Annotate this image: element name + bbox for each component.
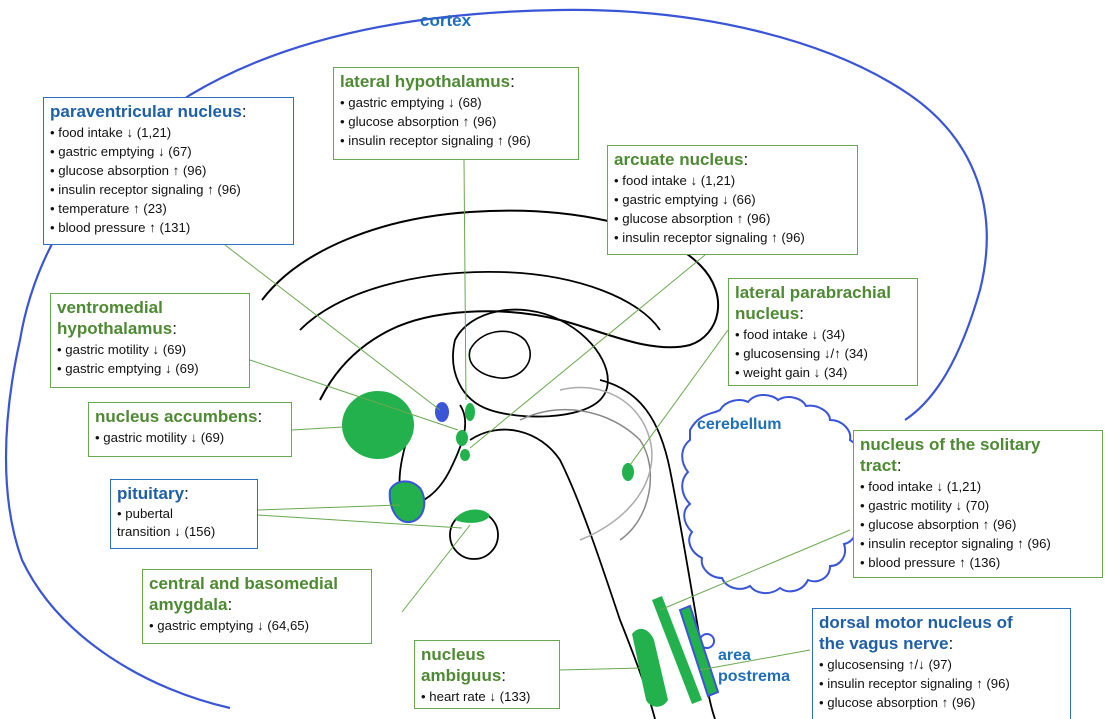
ambiguus-title: nucleus ambiguus — [421, 645, 502, 685]
list-item: gastric emptying ↓ (64,65) — [149, 616, 365, 635]
list-item: blood pressure ↑ (131) — [50, 218, 287, 237]
list-item: gastric emptying ↓ (67) — [50, 142, 287, 161]
accumbens-list: gastric motility ↓ (69) — [95, 428, 285, 447]
dorsal-motor-list: glucosensing ↑/↓ (97) insulin receptor s… — [819, 655, 1064, 712]
list-item: weight gain ↓ (34) — [735, 363, 911, 382]
parabrachial-shape — [622, 463, 634, 481]
solitary-tract-shape — [652, 596, 702, 704]
lateral-hypothalamus-box: lateral hypothalamus: gastric emptying ↓… — [333, 67, 579, 160]
list-item: gastric emptying ↓ (66) — [614, 190, 851, 209]
solitary-tract-box: nucleus of the solitary tract: food inta… — [853, 430, 1103, 578]
list-item: glucose absorption ↑ (96) — [614, 209, 851, 228]
dorsal-motor-box: dorsal motor nucleus of the vagus nerve:… — [812, 608, 1071, 719]
lateral-hypothalamus-list: gastric emptying ↓ (68) glucose absorpti… — [340, 93, 572, 150]
list-item: food intake ↓ (34) — [735, 325, 911, 344]
list-item: food intake ↓ (1,21) — [860, 477, 1096, 496]
solitary-tract-list: food intake ↓ (1,21) gastric motility ↓ … — [860, 477, 1096, 572]
list-item: heart rate ↓ (133) — [421, 687, 553, 706]
arcuate-box: arcuate nucleus: food intake ↓ (1,21) ga… — [607, 145, 858, 255]
pituitary-title: pituitary — [117, 484, 185, 503]
list-item: glucosensing ↓/↑ (34) — [735, 344, 911, 363]
lateral-hypothalamus-title: lateral hypothalamus — [340, 72, 511, 91]
gray-tract — [559, 386, 653, 541]
pituitary-list: pubertal transition ↓ (156) — [117, 505, 251, 541]
lateral-parabrachial-title: lateral parabrachial nucleus — [735, 283, 891, 323]
list-item: food intake ↓ (1,21) — [614, 171, 851, 190]
cortex-outline — [4, 8, 988, 710]
lateral-hypothalamus-shape — [460, 449, 470, 461]
list-item: insulin receptor signaling ↑ (96) — [860, 534, 1096, 553]
thalamus-outline — [452, 308, 609, 418]
dorsal-motor-shape — [678, 604, 720, 698]
lateral-parabrachial-box: lateral parabrachial nucleus: food intak… — [728, 278, 918, 386]
solitary-tract-title: nucleus of the solitary tract — [860, 435, 1041, 475]
ventromedial-box: ventromedial hypothalamus: gastric motil… — [50, 293, 250, 388]
ambiguus-box: nucleus ambiguus: heart rate ↓ (133) — [414, 640, 560, 709]
lateral-parabrachial-list: food intake ↓ (34) glucosensing ↓/↑ (34)… — [735, 325, 911, 382]
pons-outline — [519, 408, 652, 541]
dorsal-motor-title: dorsal motor nucleus of the vagus nerve — [819, 613, 1013, 653]
paraventricular-box: paraventricular nucleus: food intake ↓ (… — [43, 97, 294, 245]
arcuate-list: food intake ↓ (1,21) gastric emptying ↓ … — [614, 171, 851, 247]
list-item: insulin receptor signaling ↑ (96) — [819, 674, 1064, 693]
list-item: gastric emptying ↓ (69) — [57, 359, 243, 378]
list-item: gastric emptying ↓ (68) — [340, 93, 572, 112]
ventromedial-list: gastric motility ↓ (69) gastric emptying… — [57, 340, 243, 378]
amygdala-list: gastric emptying ↓ (64,65) — [149, 616, 365, 635]
cerebellum-outline — [681, 394, 865, 594]
list-item: pubertal transition ↓ (156) — [117, 505, 251, 541]
pituitary-green — [455, 509, 490, 523]
list-item: glucosensing ↑/↓ (97) — [819, 655, 1064, 674]
paraventricular-shape — [435, 402, 449, 422]
list-item: insulin receptor signaling ↑ (96) — [340, 131, 572, 150]
cortex-label: cortex — [420, 11, 472, 30]
connector-lines — [224, 159, 851, 671]
area-postrema-label: area postrema — [718, 647, 791, 685]
cerebellum-label: cerebellum — [697, 416, 782, 433]
pituitary-box: pituitary: pubertal transition ↓ (156) — [110, 479, 258, 549]
paraventricular-list: food intake ↓ (1,21) gastric emptying ↓ … — [50, 123, 287, 237]
arcuate-title: arcuate nucleus — [614, 150, 744, 169]
list-item: food intake ↓ (1,21) — [50, 123, 287, 142]
ventromedial-title: ventromedial hypothalamus — [57, 298, 173, 338]
arcuate-shape — [456, 430, 468, 446]
corpus-callosum-outline — [261, 209, 719, 401]
fornix-outline — [299, 270, 661, 331]
list-item: insulin receptor signaling ↑ (96) — [50, 180, 287, 199]
list-item: gastric motility ↓ (69) — [95, 428, 285, 447]
amygdala-box: central and basomedial amygdala: gastric… — [142, 569, 372, 644]
list-item: blood pressure ↑ (136) — [860, 553, 1096, 572]
ambiguus-list: heart rate ↓ (133) — [421, 687, 553, 706]
list-item: gastric motility ↓ (69) — [57, 340, 243, 359]
amygdala-title: central and basomedial amygdala — [149, 574, 338, 614]
list-item: glucose absorption ↑ (96) — [860, 515, 1096, 534]
accumbens-title: nucleus accumbens — [95, 407, 258, 426]
inner-loop — [468, 330, 531, 379]
list-item: insulin receptor signaling ↑ (96) — [614, 228, 851, 247]
accumbens-box: nucleus accumbens: gastric motility ↓ (6… — [88, 402, 292, 457]
nucleus-ambiguus-shape — [632, 628, 668, 707]
list-item: gastric motility ↓ (70) — [860, 496, 1096, 515]
ventromedial-shape — [465, 403, 475, 421]
list-item: temperature ↑ (23) — [50, 199, 287, 218]
list-item: glucose absorption ↑ (96) — [819, 693, 1064, 712]
amygdala-shape — [388, 480, 426, 524]
paraventricular-title: paraventricular nucleus — [50, 102, 242, 121]
list-item: glucose absorption ↑ (96) — [50, 161, 287, 180]
nucleus-accumbens-shape — [342, 391, 414, 459]
list-item: glucose absorption ↑ (96) — [340, 112, 572, 131]
